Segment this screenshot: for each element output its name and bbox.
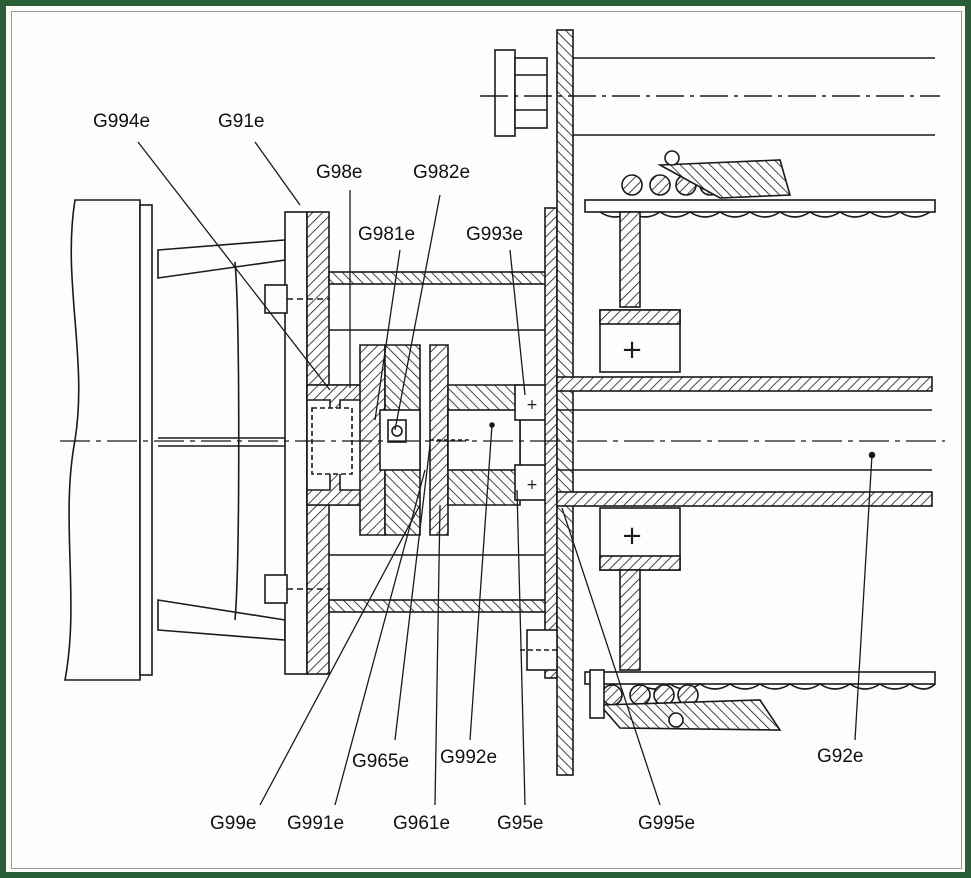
svg-text:+: +	[621, 335, 643, 365]
label-G982e: G982e	[413, 162, 471, 183]
leader-lines	[137, 141, 873, 806]
lower-spring	[584, 569, 936, 731]
label-G965e: G965e	[352, 751, 410, 772]
top-bolt	[480, 49, 940, 137]
label-G994e: G994e	[93, 111, 151, 132]
svg-text:+: +	[526, 397, 538, 413]
label-G92e: G92e	[817, 746, 864, 767]
lower-bolt	[520, 629, 558, 671]
label-G91e: G91e	[218, 111, 265, 132]
svg-text:+: +	[621, 521, 643, 551]
label-G99e: G99e	[210, 813, 257, 834]
label-G995e: G995e	[638, 813, 696, 834]
upper-tie-tube	[328, 271, 548, 285]
svg-text:+: +	[526, 477, 538, 493]
left-housing	[64, 199, 300, 681]
main-shaft	[556, 376, 933, 507]
label-G991e: G991e	[287, 813, 345, 834]
inner-wall	[544, 207, 558, 679]
label-G992e: G992e	[440, 747, 498, 768]
upper-spring	[584, 150, 936, 308]
flange-bolts	[264, 284, 330, 604]
label-G98e: G98e	[316, 162, 363, 183]
outer-wall	[556, 29, 574, 776]
flange-plate	[284, 211, 308, 675]
label-G993e: G993e	[466, 224, 524, 245]
label-G961e: G961e	[393, 813, 451, 834]
label-G95e: G95e	[497, 813, 544, 834]
cam-wheels	[359, 344, 449, 536]
label-G981e: G981e	[358, 224, 416, 245]
